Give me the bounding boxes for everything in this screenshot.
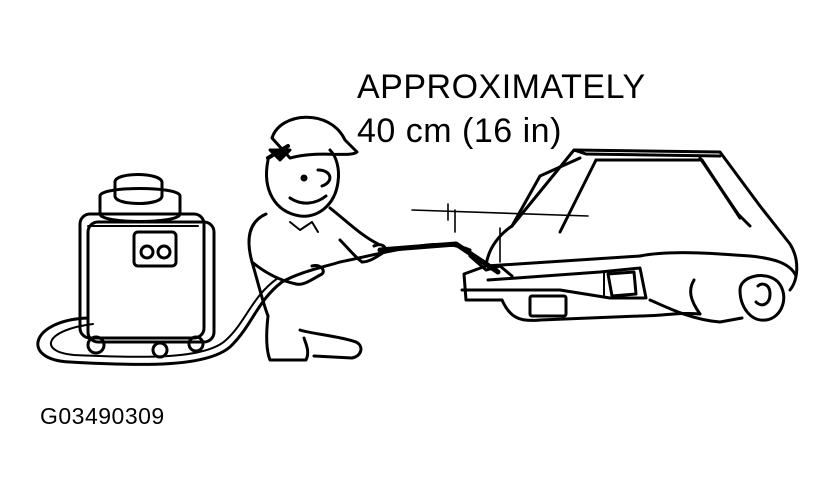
car bbox=[460, 148, 799, 324]
wheel-icon bbox=[187, 335, 205, 353]
operator-figure bbox=[247, 115, 387, 362]
gauge-icon bbox=[156, 244, 172, 260]
distance-indicator bbox=[411, 203, 589, 263]
wheel-icon bbox=[86, 335, 106, 355]
gauge-icon bbox=[139, 244, 155, 260]
pressure-washer-machine bbox=[78, 173, 216, 359]
spray-wand bbox=[377, 241, 501, 275]
distance-callout-line2: 40 cm (16 in) bbox=[357, 112, 562, 150]
figure-id: G03490309 bbox=[40, 403, 165, 429]
distance-callout-line1: APPROXIMATELY bbox=[357, 68, 646, 106]
wheel-icon bbox=[151, 341, 169, 359]
